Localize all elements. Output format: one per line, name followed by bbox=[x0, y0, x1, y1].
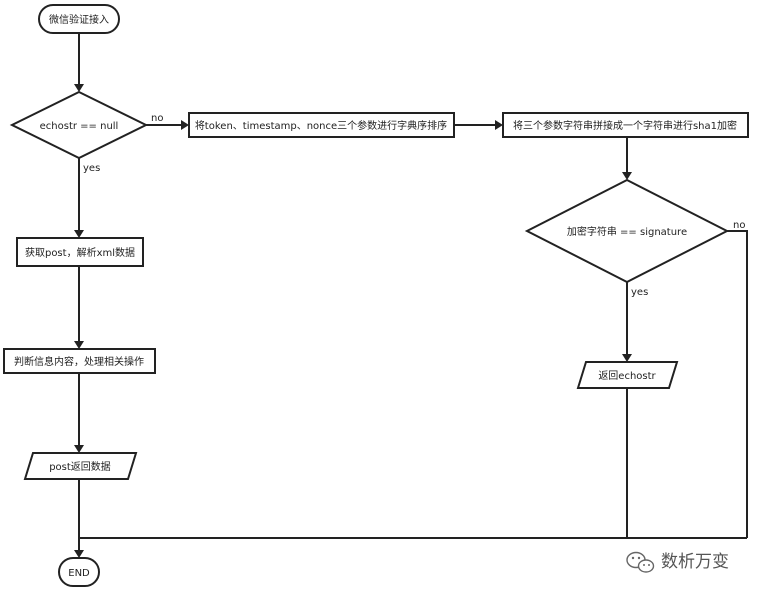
node-sort-params: 将token、timestamp、nonce三个参数进行字典序排序 bbox=[188, 112, 455, 138]
edge-label-no-1: no bbox=[151, 113, 163, 124]
watermark: 数析万变 bbox=[626, 551, 729, 573]
node-concat-sha1-label: 将三个参数字符串拼接成一个字符串进行sha1加密 bbox=[513, 119, 737, 132]
node-get-post-label: 获取post，解析xml数据 bbox=[25, 246, 135, 259]
edge-label-no-2: no bbox=[733, 220, 745, 231]
arrowhead bbox=[622, 354, 632, 362]
arrowhead bbox=[495, 120, 503, 130]
node-return-echostr: 返回echostr bbox=[576, 361, 679, 389]
node-sort-params-label: 将token、timestamp、nonce三个参数进行字典序排序 bbox=[195, 119, 447, 132]
arrowhead bbox=[74, 550, 84, 558]
node-get-post: 获取post，解析xml数据 bbox=[16, 237, 144, 267]
edge-label-yes-2: yes bbox=[631, 287, 648, 298]
node-post-return-label: post返回数据 bbox=[49, 460, 111, 473]
node-end: END bbox=[58, 557, 100, 587]
watermark-text: 数析万变 bbox=[661, 552, 729, 572]
node-judge-info: 判断信息内容，处理相关操作 bbox=[3, 348, 156, 374]
node-compare-signature: 加密字符串 == signature bbox=[524, 178, 730, 284]
edge-label-yes-1: yes bbox=[83, 163, 100, 174]
edge-compare-no-loop bbox=[727, 230, 748, 538]
arrowhead bbox=[74, 230, 84, 238]
node-check-echostr: echostr == null bbox=[9, 90, 149, 160]
node-post-return: post返回数据 bbox=[23, 452, 138, 480]
node-start-label: 微信验证接入 bbox=[49, 13, 109, 26]
edges bbox=[74, 33, 748, 558]
node-concat-sha1: 将三个参数字符串拼接成一个字符串进行sha1加密 bbox=[502, 112, 749, 138]
node-start: 微信验证接入 bbox=[38, 4, 120, 34]
arrowhead bbox=[74, 84, 84, 92]
arrowhead bbox=[74, 341, 84, 349]
node-check-echostr-label: echostr == null bbox=[40, 121, 119, 132]
arrowhead bbox=[622, 172, 632, 180]
node-end-label: END bbox=[68, 568, 90, 579]
node-compare-signature-label: 加密字符串 == signature bbox=[567, 225, 687, 238]
arrowhead bbox=[181, 120, 189, 130]
node-judge-info-label: 判断信息内容，处理相关操作 bbox=[14, 355, 144, 368]
wechat-icon bbox=[626, 551, 655, 573]
node-return-echostr-label: 返回echostr bbox=[598, 370, 656, 382]
arrowhead bbox=[74, 445, 84, 453]
